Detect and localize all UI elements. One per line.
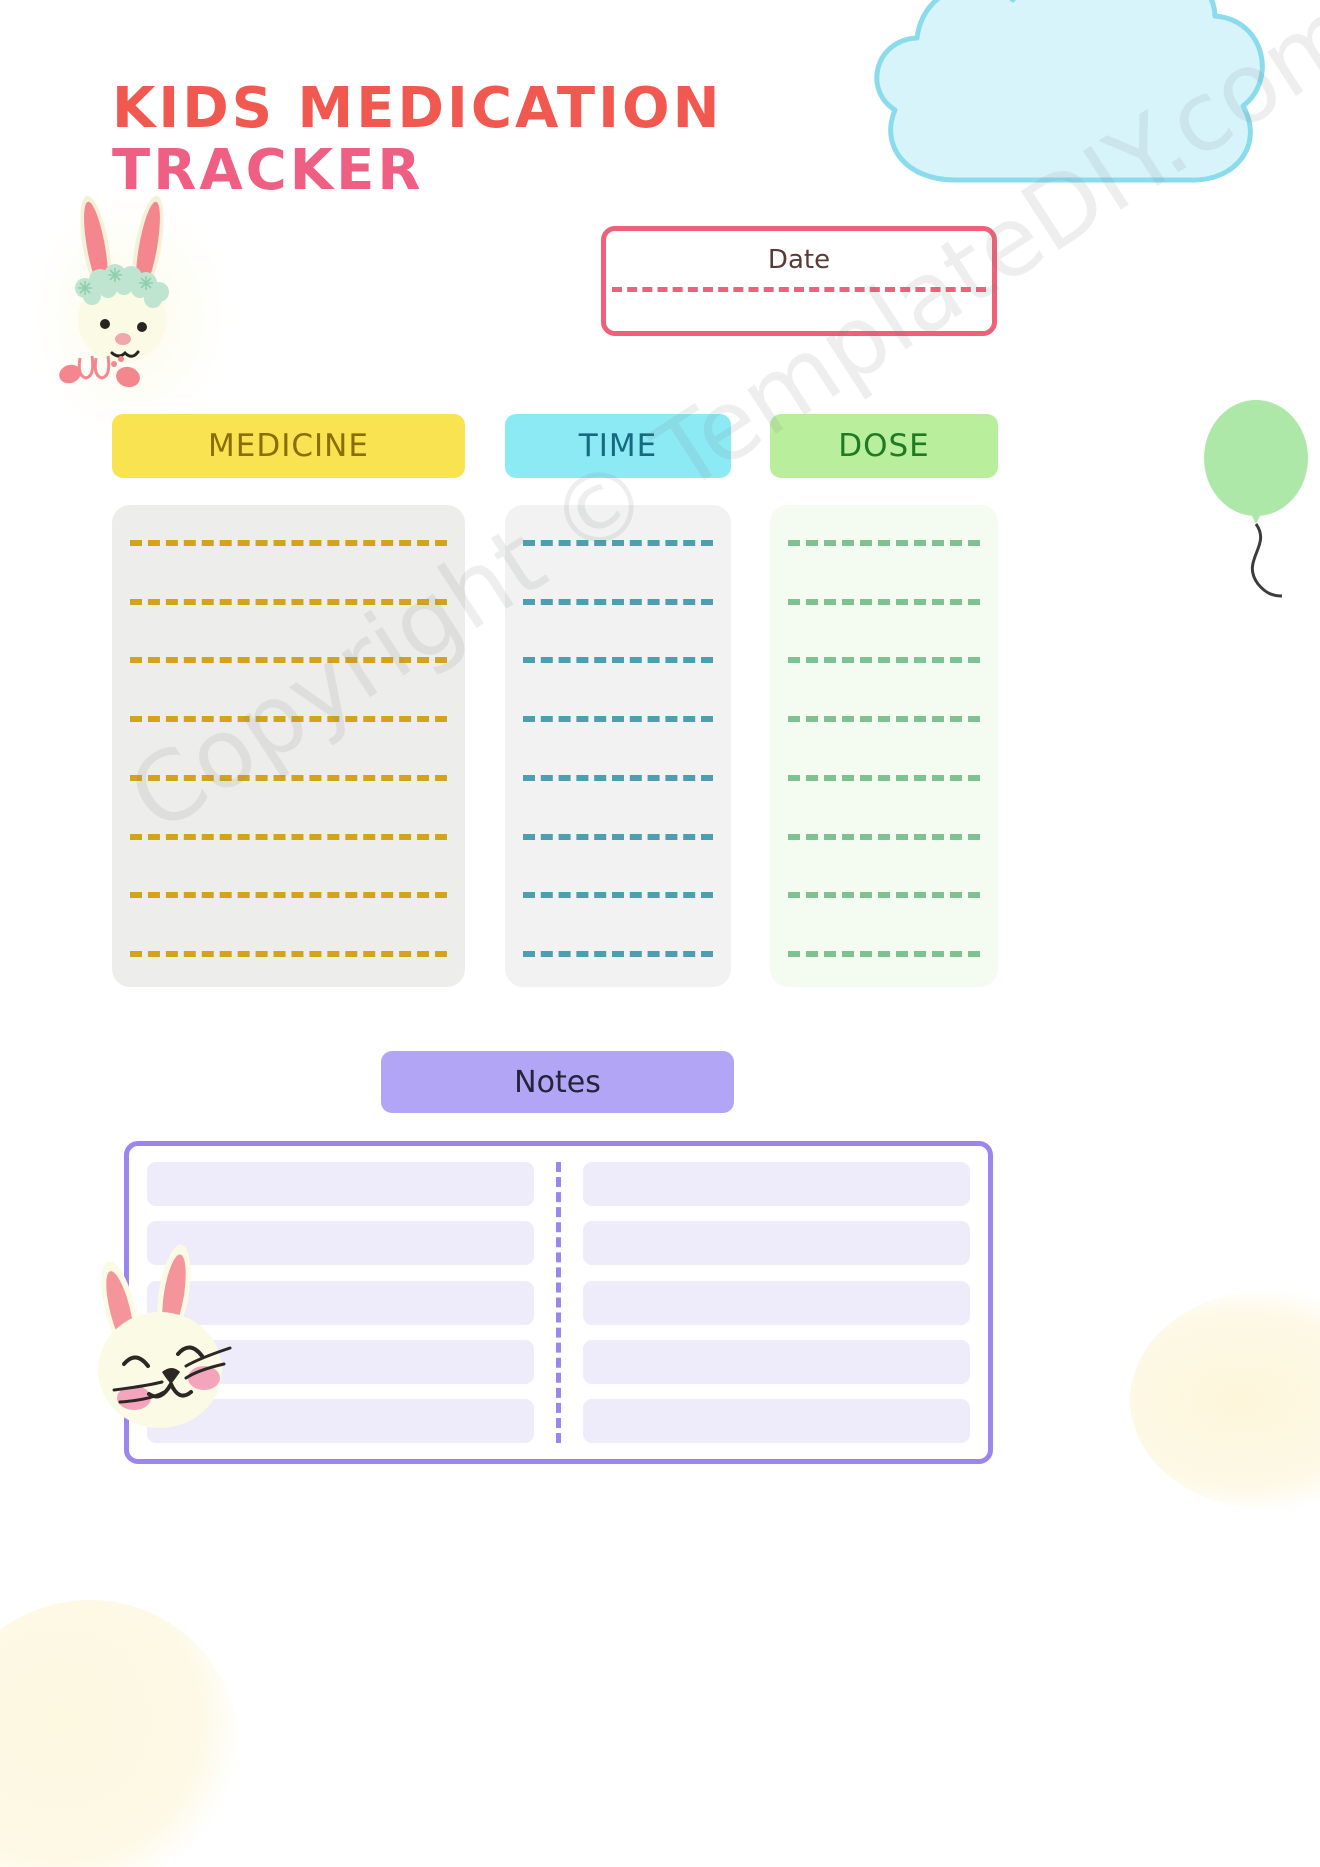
- column-dose: DOSE: [770, 414, 998, 987]
- write-line[interactable]: [788, 657, 980, 664]
- write-line[interactable]: [523, 657, 713, 664]
- background-blob-mid-right: [1130, 1290, 1320, 1510]
- write-line[interactable]: [788, 950, 980, 957]
- happy-bunny-face-icon: [98, 1244, 232, 1428]
- notes-row[interactable]: [147, 1280, 534, 1325]
- column-header-dose: DOSE: [770, 414, 998, 478]
- notes-row[interactable]: [147, 1399, 534, 1443]
- notes-row[interactable]: [147, 1162, 534, 1206]
- notes-box[interactable]: [124, 1141, 993, 1464]
- write-line[interactable]: [523, 598, 713, 605]
- write-line[interactable]: [788, 716, 980, 723]
- notes-row[interactable]: [147, 1221, 534, 1266]
- column-header-medicine: MEDICINE: [112, 414, 465, 478]
- column-panel-time[interactable]: [505, 505, 731, 987]
- write-line[interactable]: [523, 716, 713, 723]
- write-line[interactable]: [523, 950, 713, 957]
- write-line[interactable]: [788, 540, 980, 546]
- date-write-line: [612, 287, 986, 292]
- cloud-icon: [874, 0, 1265, 183]
- notes-divider: [556, 1162, 561, 1443]
- notes-row[interactable]: [583, 1280, 970, 1325]
- write-line[interactable]: [788, 833, 980, 840]
- notes-column-right: [583, 1162, 970, 1443]
- notes-row[interactable]: [583, 1399, 970, 1443]
- date-label: Date: [767, 245, 831, 275]
- page-title: KIDS MEDICATION TRACKER: [112, 78, 752, 202]
- notes-header: Notes: [381, 1051, 734, 1113]
- write-line[interactable]: [523, 774, 713, 781]
- column-medicine: MEDICINE: [112, 414, 465, 987]
- bunny-with-flower-crown-icon: [59, 195, 169, 388]
- notes-row[interactable]: [583, 1221, 970, 1266]
- write-line[interactable]: [130, 598, 447, 605]
- write-line[interactable]: [788, 598, 980, 605]
- write-line[interactable]: [788, 892, 980, 899]
- date-field[interactable]: Date: [601, 226, 997, 336]
- write-line[interactable]: [788, 774, 980, 781]
- write-line[interactable]: [523, 892, 713, 899]
- column-panel-medicine[interactable]: [112, 505, 465, 987]
- column-time: TIME: [505, 414, 731, 987]
- page-title-line-1: KIDS MEDICATION: [112, 76, 723, 141]
- write-line[interactable]: [130, 892, 447, 899]
- notes-row[interactable]: [583, 1339, 970, 1384]
- write-line[interactable]: [130, 774, 447, 781]
- write-line[interactable]: [130, 716, 447, 723]
- write-line[interactable]: [130, 657, 447, 664]
- write-line[interactable]: [523, 833, 713, 840]
- column-header-time: TIME: [505, 414, 731, 478]
- notes-row[interactable]: [583, 1162, 970, 1206]
- write-line[interactable]: [130, 833, 447, 840]
- balloon-icon: [1204, 400, 1308, 598]
- column-panel-dose[interactable]: [770, 505, 998, 987]
- write-line[interactable]: [130, 540, 447, 546]
- page-title-line-2: TRACKER: [112, 138, 424, 203]
- write-line[interactable]: [523, 540, 713, 546]
- write-line[interactable]: [130, 950, 447, 957]
- background-blob-bottom-left: [0, 1600, 240, 1867]
